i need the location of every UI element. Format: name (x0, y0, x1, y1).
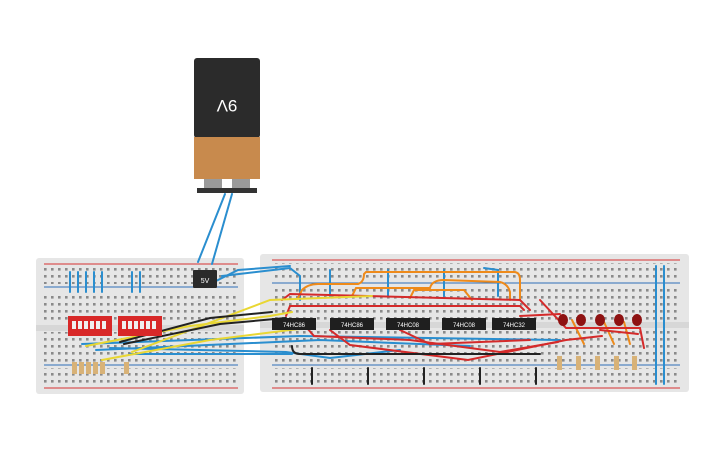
dip-switch-toggle[interactable] (90, 321, 94, 329)
dip-switch-toggle[interactable] (128, 321, 132, 329)
resistor (100, 362, 105, 374)
dip-switch-toggle[interactable] (84, 321, 88, 329)
resistor (557, 356, 562, 370)
led[interactable] (632, 314, 642, 326)
resistor (93, 362, 98, 374)
led[interactable] (558, 314, 568, 326)
chip-label: 74HC86 (341, 323, 364, 329)
dip-switch-toggle[interactable] (102, 321, 106, 329)
chip-body (272, 318, 316, 330)
battery-body-top (194, 58, 260, 138)
chip-74hc08-1[interactable]: 74HC08 (386, 318, 430, 330)
resistor (79, 362, 84, 374)
resistors-right (557, 356, 637, 370)
power-rail-holes-bottom (272, 368, 680, 385)
battery-9v[interactable]: 9V (194, 58, 260, 193)
voltage-regulator[interactable]: 5V (193, 270, 217, 288)
resistors-left (72, 362, 129, 374)
battery-terminal-right (232, 179, 250, 188)
wires-orange (297, 271, 631, 345)
battery-snap (197, 188, 257, 193)
dip-switch-toggle[interactable] (72, 321, 76, 329)
led[interactable] (595, 314, 605, 326)
dip-switch-toggle[interactable] (96, 321, 100, 329)
chip-74hc86-2[interactable]: 74HC86 (330, 318, 374, 330)
chip-body (492, 318, 536, 330)
chip-body (330, 318, 374, 330)
resistor (595, 356, 600, 370)
wires-red (281, 292, 645, 362)
led[interactable] (576, 314, 586, 326)
chip-74hc08-2[interactable]: 74HC08 (442, 318, 486, 330)
resistor (614, 356, 619, 370)
leds (558, 314, 642, 326)
chip-body (442, 318, 486, 330)
resistor (72, 362, 77, 374)
chip-body (386, 318, 430, 330)
dip-switch-toggle[interactable] (146, 321, 150, 329)
battery-terminal-left (204, 179, 222, 188)
dip-switch-1[interactable] (68, 316, 112, 336)
dip-switch-toggle[interactable] (122, 321, 126, 329)
resistor (632, 356, 637, 370)
dip-switch-toggle[interactable] (78, 321, 82, 329)
chip-74hc32[interactable]: 74HC32 (492, 318, 536, 330)
chip-label: 74HC08 (453, 323, 476, 329)
resistor (86, 362, 91, 374)
chip-label: 74HC08 (397, 323, 420, 329)
battery-label: 9V (216, 96, 237, 115)
regulator-body (193, 270, 217, 288)
dip-switch-2[interactable] (118, 316, 162, 336)
chip-label: 74HC32 (503, 323, 526, 329)
battery-body-bottom (194, 137, 260, 179)
regulator-label: 5V (201, 278, 210, 285)
chip-label: 74HC86 (283, 323, 306, 329)
power-rail-holes-bottom (44, 368, 238, 385)
chip-74hc86-1[interactable]: 74HC86 (272, 318, 316, 330)
dip-switch-toggle[interactable] (152, 321, 156, 329)
led[interactable] (614, 314, 624, 326)
resistor (124, 362, 129, 374)
terminal-holes-top (272, 288, 680, 321)
resistor (576, 356, 581, 370)
dip-switch-toggle[interactable] (140, 321, 144, 329)
wires-black (119, 311, 541, 385)
dip-switch-toggle[interactable] (134, 321, 138, 329)
